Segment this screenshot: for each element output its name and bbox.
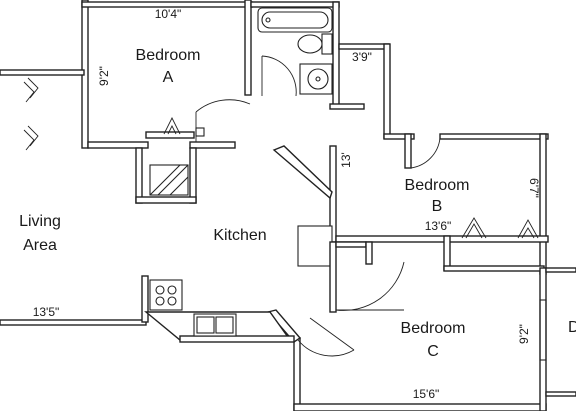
living-area-label-2: Area [23, 237, 57, 254]
bedroom-a-letter: A [163, 69, 174, 86]
bedroom-a-label: Bedroom [136, 47, 201, 64]
bedroom-a-closet-door [163, 116, 181, 135]
living-width-dim: 13'5" [33, 305, 60, 319]
hall-length-dim: 13' [339, 152, 353, 168]
closet-a [135, 131, 197, 204]
bath-width-dim: 3'9" [352, 50, 372, 64]
edge-letter: D [568, 319, 576, 336]
living-left-wall [0, 69, 85, 151]
bedroom-b-letter: B [432, 198, 443, 215]
kitchen-counter [0, 275, 295, 343]
kitchen-label: Kitchen [213, 227, 266, 244]
bedroom-c-walls [293, 241, 576, 411]
living-area-label: Living [19, 213, 61, 230]
bedroom-c-label: Bedroom [401, 320, 466, 337]
bedroom-b-width-dim: 13'6" [425, 219, 452, 233]
bedroom-c-depth-dim: 9'2" [517, 324, 531, 344]
bedroom-c-width-dim: 15'6" [413, 387, 440, 401]
refrigerator [297, 225, 333, 267]
bathroom [250, 1, 340, 108]
bedroom-b-depth-dim: 6'7" [527, 178, 541, 198]
kitchen-entry-wall [266, 309, 355, 357]
bedroom-a-door [195, 99, 251, 142]
bedroom-b-walls [329, 43, 549, 275]
hall-angled-wall [272, 145, 333, 200]
bedroom-b-label: Bedroom [405, 177, 470, 194]
bedroom-a-depth-dim: 9'2" [97, 66, 111, 86]
bedroom-c-letter: C [427, 343, 439, 360]
bedroom-a-width-dim: 10'4" [155, 7, 182, 21]
